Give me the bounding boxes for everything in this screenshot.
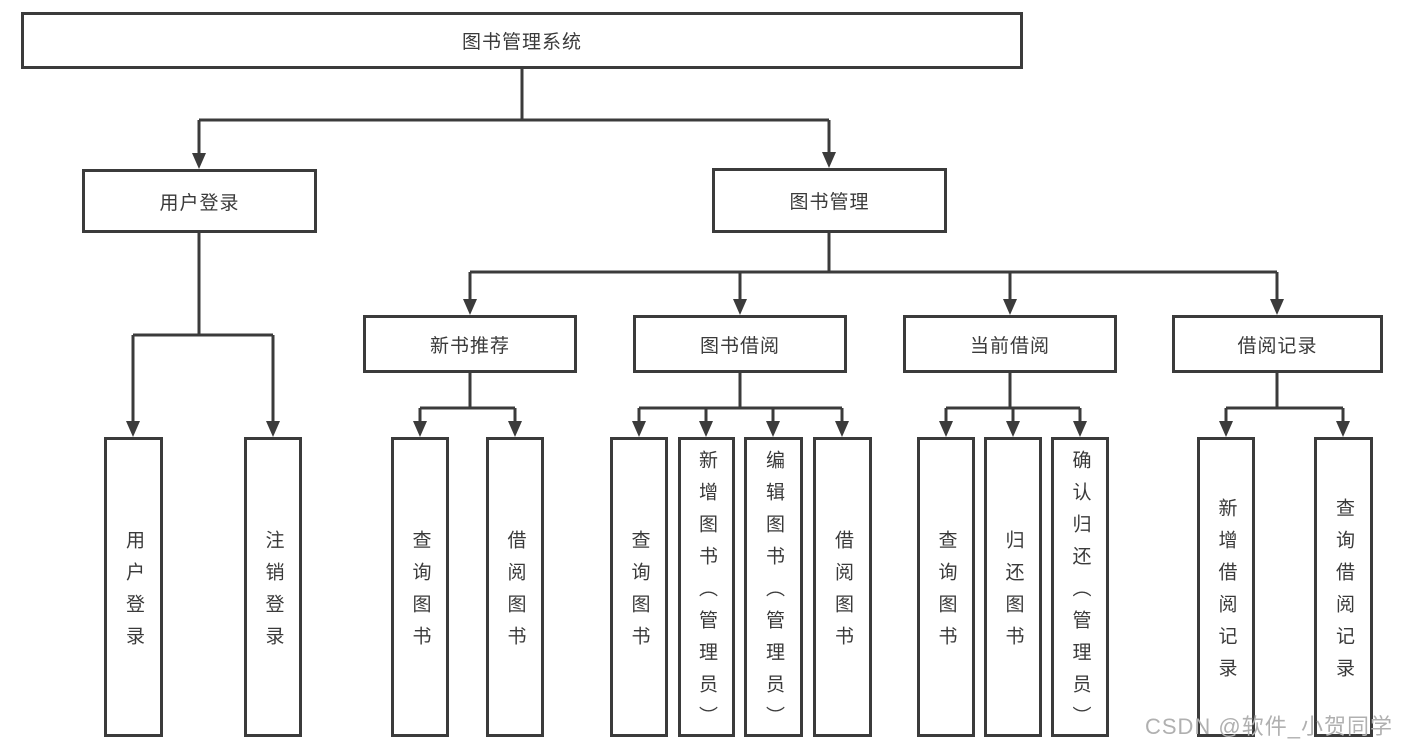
leaf-confirm-return-admin-label: 确认归还（管理员） [1069, 449, 1091, 738]
leaf-user-login: 用户登录 [104, 437, 163, 737]
leaf-logout-login: 注销登录 [244, 437, 302, 737]
node-book-management-label: 图书管理 [789, 192, 870, 213]
leaf-borrow-books-label: 借阅图书 [832, 529, 853, 658]
node-root: 图书管理系统 [21, 12, 1023, 69]
leaf-query-books-borrow-label: 查询图书 [628, 529, 650, 658]
leaf-query-books-recommend: 查询图书 [391, 437, 449, 737]
leaf-query-books-borrow: 查询图书 [610, 437, 668, 737]
leaf-return-books-label: 归还图书 [1002, 529, 1024, 658]
node-new-book-recommend: 新书推荐 [363, 315, 577, 373]
leaf-logout-login-label: 注销登录 [262, 529, 284, 658]
leaf-return-books: 归还图书 [984, 437, 1042, 737]
leaf-edit-book-admin-label: 编辑图书（管理员） [763, 449, 784, 738]
leaf-borrow-books-recommend: 借阅图书 [486, 437, 544, 737]
leaf-add-borrow-record: 新增借阅记录 [1197, 437, 1255, 737]
node-book-borrow: 图书借阅 [633, 315, 847, 373]
leaf-borrow-books-recommend-label: 借阅图书 [504, 529, 526, 658]
node-user-login: 用户登录 [82, 169, 317, 233]
leaf-query-borrow-record-label: 查询借阅记录 [1333, 497, 1354, 690]
leaf-query-borrow-record: 查询借阅记录 [1314, 437, 1373, 737]
leaf-add-book-admin: 新增图书（管理员） [678, 437, 735, 738]
node-current-borrow-label: 当前借阅 [969, 335, 1050, 357]
leaf-user-login-label: 用户登录 [123, 529, 144, 658]
node-user-login-label: 用户登录 [159, 192, 240, 214]
leaf-borrow-books: 借阅图书 [813, 437, 872, 737]
leaf-query-books-current: 查询图书 [917, 437, 975, 737]
leaf-query-books-current-label: 查询图书 [935, 529, 957, 658]
leaf-add-book-admin-label: 新增图书（管理员） [696, 449, 717, 738]
node-new-book-recommend-label: 新书推荐 [429, 335, 510, 357]
node-borrow-records: 借阅记录 [1172, 315, 1383, 373]
leaf-add-borrow-record-label: 新增借阅记录 [1215, 497, 1237, 690]
csdn-watermark: CSDN @软件_小贺同学 [1144, 714, 1393, 739]
leaf-edit-book-admin: 编辑图书（管理员） [744, 437, 803, 738]
leaf-query-books-recommend-label: 查询图书 [409, 529, 431, 658]
leaf-confirm-return-admin: 确认归还（管理员） [1051, 437, 1109, 738]
node-book-management: 图书管理 [712, 168, 947, 233]
node-root-label: 图书管理系统 [461, 32, 582, 53]
node-book-borrow-label: 图书借阅 [699, 335, 780, 357]
node-borrow-records-label: 借阅记录 [1237, 335, 1318, 357]
node-current-borrow: 当前借阅 [903, 315, 1117, 373]
